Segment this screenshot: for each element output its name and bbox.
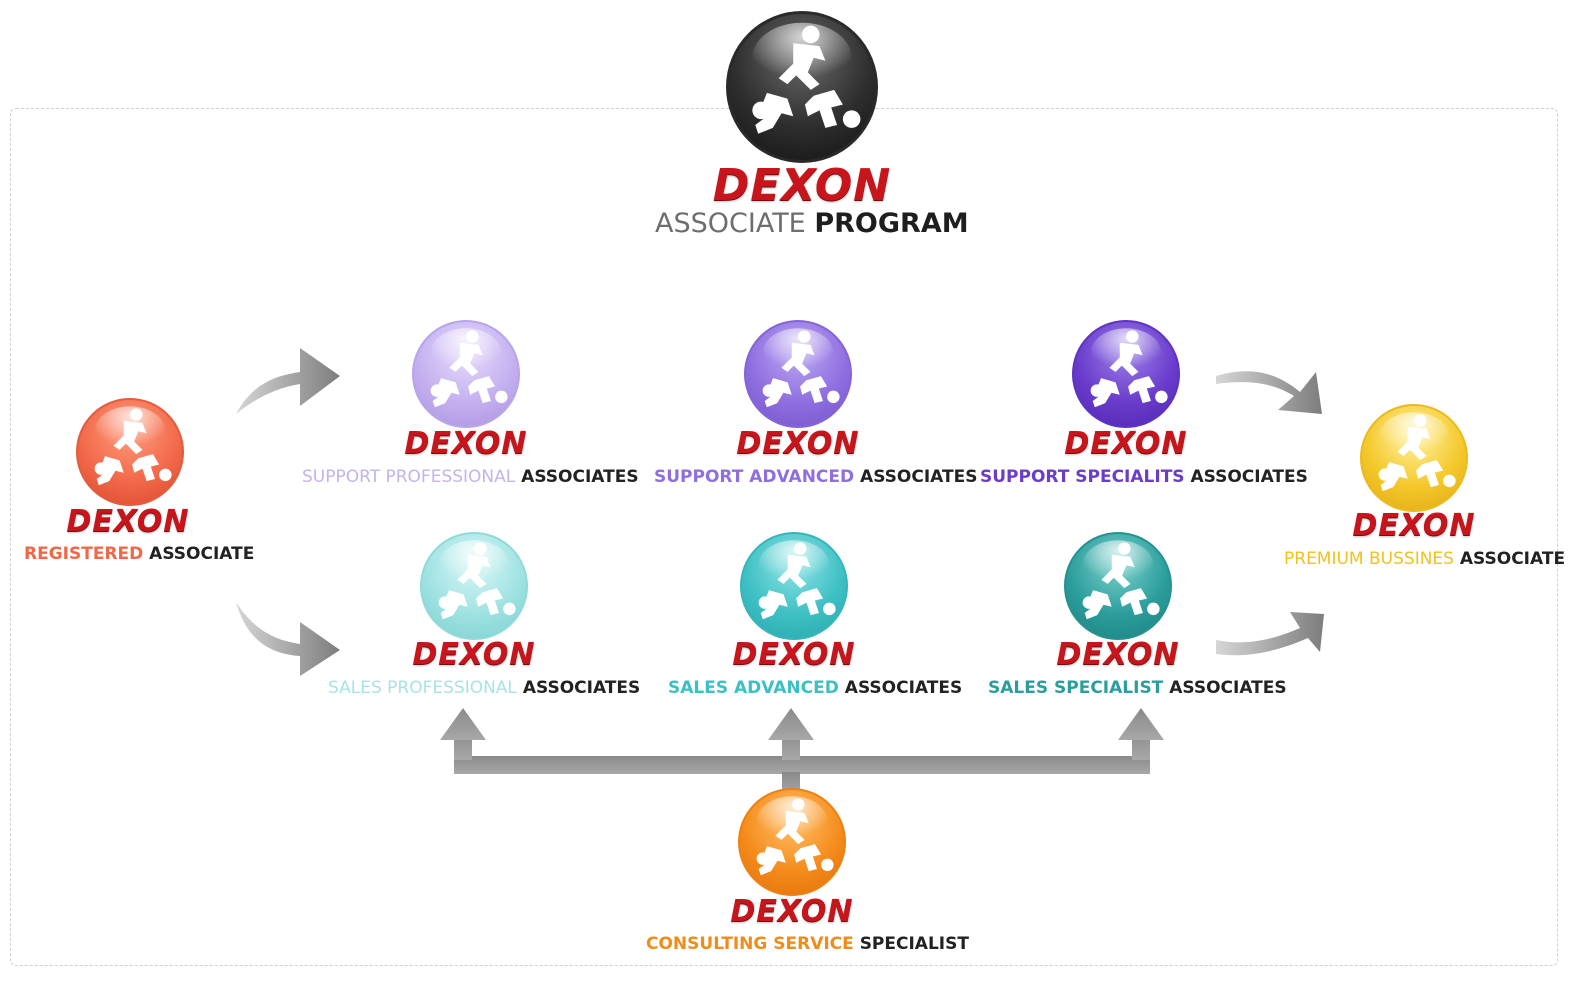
sales-professional-caption: SALES PROFESSIONAL ASSOCIATES <box>328 678 640 698</box>
support-specialits-logo <box>1072 320 1180 428</box>
arrow-support-to-premium <box>1216 371 1322 414</box>
support-specialits-caption: SUPPORT SPECIALITS ASSOCIATES <box>980 467 1308 487</box>
support-professional-caption-suffix: ASSOCIATES <box>521 467 639 487</box>
registered-caption-accent: REGISTERED <box>24 544 144 564</box>
support-professional-caption-accent: SUPPORT PROFESSIONAL <box>302 467 516 487</box>
support-specialits-caption-suffix: ASSOCIATES <box>1190 467 1308 487</box>
support-advanced-logo <box>744 320 852 428</box>
support-advanced-wordmark: DEXON <box>736 426 860 461</box>
sales-advanced-logo <box>740 532 848 640</box>
sales-advanced-caption: SALES ADVANCED ASSOCIATES <box>668 678 962 698</box>
sales-professional-caption-suffix: ASSOCIATES <box>522 678 641 698</box>
arrow-sales-to-premium <box>1216 612 1324 656</box>
program-title-program: PROGRAM <box>814 208 969 239</box>
sales-specialist-wordmark: DEXON <box>1056 637 1180 672</box>
consulting-wordmark: DEXON <box>730 894 854 929</box>
premium-caption: PREMIUM BUSSINES ASSOCIATE <box>1284 549 1565 569</box>
sales-specialist-caption-accent: SALES SPECIALIST <box>988 678 1164 698</box>
program-wordmark: DEXON <box>712 160 892 211</box>
sales-professional-wordmark: DEXON <box>412 637 536 672</box>
sales-professional-caption-accent: SALES PROFESSIONAL <box>328 678 517 698</box>
sales-specialist-caption: SALES SPECIALIST ASSOCIATES <box>988 678 1287 698</box>
registered-caption-suffix: ASSOCIATE <box>149 544 255 564</box>
consulting-caption-accent: CONSULTING SERVICE <box>646 934 854 954</box>
registered-wordmark: DEXON <box>66 504 190 539</box>
program-title-associate: ASSOCIATE <box>655 208 806 239</box>
premium-logo <box>1360 404 1468 512</box>
support-specialits-caption-accent: SUPPORT SPECIALITS <box>980 467 1185 487</box>
registered-caption: REGISTERED ASSOCIATE <box>24 544 254 564</box>
support-professional-wordmark: DEXON <box>404 426 528 461</box>
support-specialits-wordmark: DEXON <box>1064 426 1188 461</box>
support-professional-caption: SUPPORT PROFESSIONAL ASSOCIATES <box>302 467 639 487</box>
support-advanced-caption-suffix: ASSOCIATES <box>860 467 978 487</box>
consulting-caption: CONSULTING SERVICE SPECIALIST <box>646 934 969 954</box>
program-logo <box>726 11 878 163</box>
sales-advanced-wordmark: DEXON <box>732 637 856 672</box>
premium-caption-suffix: ASSOCIATE <box>1459 549 1566 569</box>
arrow-registered-to-sales <box>236 602 340 676</box>
sales-specialist-caption-suffix: ASSOCIATES <box>1169 678 1287 698</box>
premium-wordmark: DEXON <box>1352 508 1476 543</box>
sales-specialist-logo <box>1064 532 1172 640</box>
support-advanced-caption-accent: SUPPORT ADVANCED <box>654 467 855 487</box>
consulting-caption-suffix: SPECIALIST <box>859 934 969 954</box>
consulting-logo <box>738 788 846 896</box>
sales-advanced-caption-accent: SALES ADVANCED <box>668 678 839 698</box>
arrow-consulting-bracket <box>440 708 1164 796</box>
program-title: ASSOCIATE PROGRAM <box>655 208 969 239</box>
support-professional-logo <box>412 320 520 428</box>
premium-caption-accent: PREMIUM BUSSINES <box>1284 549 1454 569</box>
registered-logo <box>76 398 184 506</box>
sales-professional-logo <box>420 532 528 640</box>
sales-advanced-caption-suffix: ASSOCIATES <box>844 678 963 698</box>
support-advanced-caption: SUPPORT ADVANCED ASSOCIATES <box>654 467 977 487</box>
arrow-registered-to-support <box>236 348 340 414</box>
